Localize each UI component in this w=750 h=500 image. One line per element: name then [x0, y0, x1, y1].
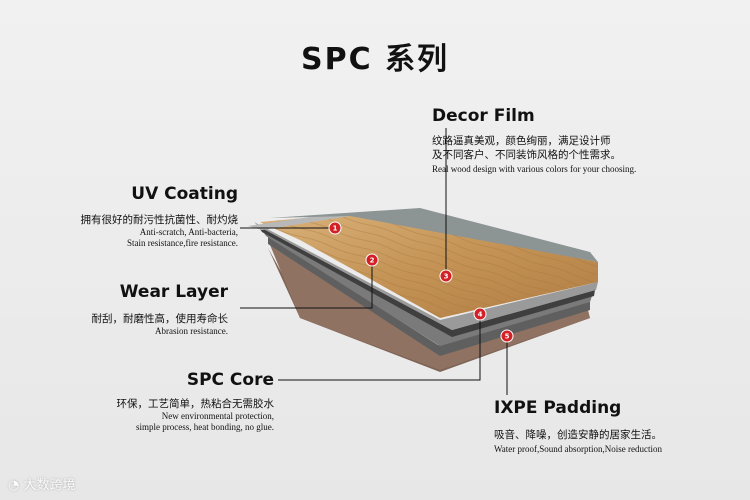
- watermark-text: 大数跨境: [23, 478, 76, 493]
- badge-2-label: 2: [370, 257, 375, 265]
- leader-spc-core: [278, 314, 481, 381]
- watermark: ◔ 大数跨境: [8, 474, 76, 493]
- spc-core-en-line1: New environmental protection,: [161, 411, 274, 421]
- badge-1-label: 1: [333, 225, 338, 233]
- badge-1: 1: [328, 221, 342, 235]
- leader-wear-layer: [240, 260, 373, 309]
- ixpe-padding-label: IXPE Padding 吸音、降噪，创造安静的居家生活。 Water proo…: [494, 398, 662, 455]
- page-title: SPC 系列: [300, 42, 450, 77]
- decor-film-title: Decor Film: [432, 106, 535, 126]
- top-grey-sheet: [270, 208, 598, 262]
- decor-film-label: Decor Film 纹路逼真美观，颜色绚丽，满足设计师 及不同客户、不同装饰风…: [432, 106, 636, 175]
- decor-film-en: Real wood design with various colors for…: [432, 164, 637, 174]
- leader-lines: [240, 128, 508, 395]
- uv-coating-label: UV Coating 拥有很好的耐污性抗菌性、耐灼烧 Anti-scratch,…: [81, 184, 239, 249]
- wear-layer-title: Wear Layer: [119, 282, 228, 302]
- badge-2: 2: [365, 253, 379, 267]
- spc-core-layer: [268, 236, 590, 356]
- uv-coating-en-line1: Anti-scratch, Anti-bacteria,: [139, 227, 238, 237]
- uv-coating-layer: [248, 214, 350, 230]
- decor-film-grain: [260, 214, 598, 318]
- spc-core-en-line2: simple process, heat bonding, no glue.: [136, 422, 274, 432]
- ixpe-padding-en: Water proof,Sound absorption,Noise reduc…: [494, 444, 662, 454]
- spc-core-cn: 环保，工艺简单，热粘合无需胶水: [116, 398, 275, 410]
- ixpe-padding-cn: 吸音、降噪，创造安静的居家生活。: [494, 429, 662, 441]
- uv-coating-cn: 拥有很好的耐污性抗菌性、耐灼烧: [80, 214, 239, 226]
- ixpe-padding-title: IXPE Padding: [494, 398, 622, 418]
- watermark-logo-icon: ◔: [8, 478, 20, 493]
- wear-layer-cn: 耐刮，耐磨性高，使用寿命长: [91, 313, 229, 325]
- decor-film-cn-line1: 纹路逼真美观，颜色绚丽，满足设计师: [432, 135, 611, 147]
- uv-coating-title: UV Coating: [131, 184, 238, 204]
- badge-5: 5: [500, 329, 514, 343]
- wear-layer-label: Wear Layer 耐刮，耐磨性高，使用寿命长 Abrasion resist…: [92, 282, 229, 337]
- badge-4-label: 4: [478, 311, 483, 319]
- spc-core-title: SPC Core: [186, 370, 274, 390]
- badge-5-label: 5: [505, 333, 510, 341]
- wear-layer: [254, 222, 598, 330]
- badge-3-label: 3: [444, 273, 449, 281]
- wear-layer-en: Abrasion resistance.: [155, 326, 228, 336]
- badge-4: 4: [473, 307, 487, 321]
- decor-film-cn-line2: 及不同客户、不同装饰风格的个性需求。: [432, 149, 621, 161]
- badge-3: 3: [439, 269, 453, 283]
- spc-core-label: SPC Core 环保，工艺简单，热粘合无需胶水 New environment…: [117, 370, 275, 433]
- uv-coating-en-line2: Stain resistance,fire resistance.: [127, 238, 238, 248]
